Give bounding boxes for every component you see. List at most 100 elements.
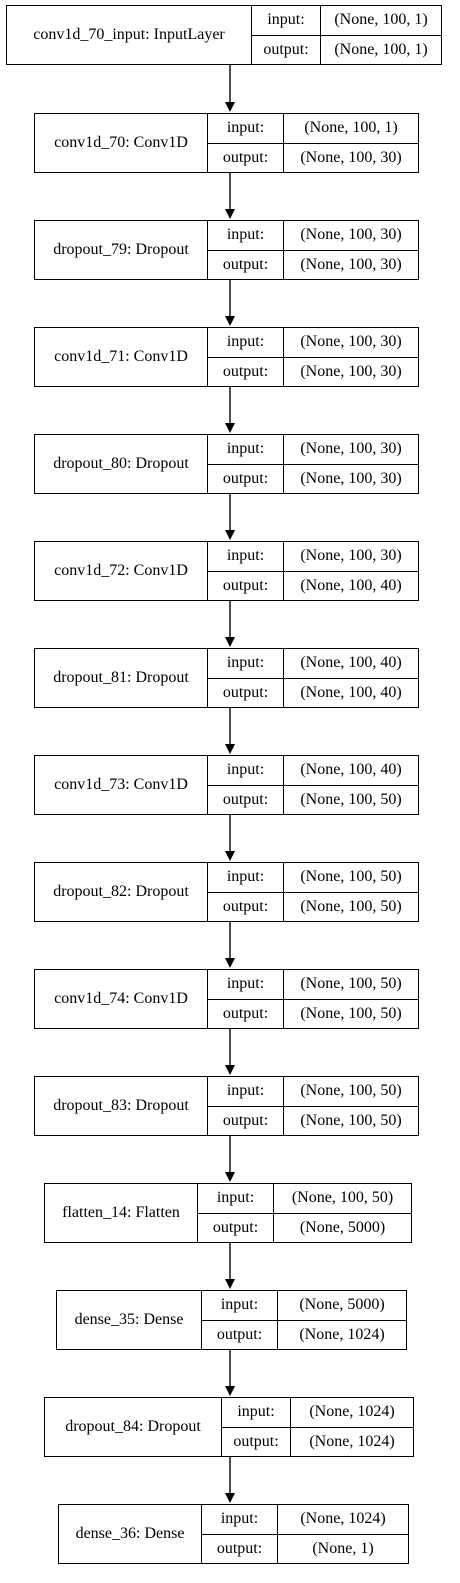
layer-output-label: output: xyxy=(198,1213,274,1242)
layer-output-shape: (None, 100, 50) xyxy=(300,897,402,915)
layer-input-row: input:(None, 100, 30) xyxy=(208,542,418,571)
layer-io-table: input:(None, 100, 1)output: (None, 100, 1… xyxy=(252,6,441,64)
layer-output-shape: (None, 1024) xyxy=(299,1325,385,1343)
layer-input-row: input: (None, 100, 50) xyxy=(198,1184,411,1213)
layer-input-shape: (None, 100, 50) xyxy=(300,1082,402,1100)
layer-name: dropout_81: Dropout xyxy=(35,649,208,707)
layer-input-label: input: xyxy=(252,6,321,35)
layer-output-row: output:(None, 100, 30) xyxy=(208,142,418,172)
layer-output-row: output: (None, 5000) xyxy=(198,1212,411,1242)
layer-output-shape: (None, 5000) xyxy=(299,1218,386,1236)
layer-input-row: input: (None, 100, 50) xyxy=(208,1077,418,1106)
layer-input-row: input:(None, 100, 40) xyxy=(208,756,418,785)
layer-input-label: input: xyxy=(208,435,284,464)
layer-output-label: output: xyxy=(208,1106,284,1135)
layer-input-label: input: xyxy=(202,1291,278,1320)
layer-input-shape: (None, 1024) xyxy=(309,1403,395,1421)
layer-input-label: input: xyxy=(202,1505,278,1534)
layer-output-label: output: xyxy=(202,1534,278,1563)
layer-output-label: output: xyxy=(208,892,284,921)
layer-name: conv1d_73: Conv1D xyxy=(35,756,208,814)
layer-io-table: input: (None, 100, 30) output: (None, 100, … xyxy=(208,435,418,493)
layer-input-label: input: xyxy=(208,649,284,678)
arrowhead-icon xyxy=(225,851,235,861)
layer-output-row: output: (None, 100, 30) xyxy=(208,249,418,279)
layer-io-table: input:(None, 100, 1)output:(None, 100, 3… xyxy=(208,114,418,172)
layer-input-row: input:(None, 1024) xyxy=(222,1398,413,1427)
layer-input-row: input: (None, 100, 30) xyxy=(208,221,418,250)
layer-input-row: input: (None, 100, 30) xyxy=(208,435,418,464)
layer-output-shape: (None, 100, 40) xyxy=(300,576,402,594)
layer-input-shape: (None, 1024) xyxy=(300,1510,386,1528)
layer-output-shape: (None, 100, 1) xyxy=(334,40,428,58)
layer-output-row: output: (None, 1024) xyxy=(222,1426,413,1456)
layer-output-label: output: xyxy=(208,250,284,279)
layer-input-label: input: xyxy=(198,1184,274,1213)
layer-input-label: input: xyxy=(208,1077,284,1106)
layer-output-row: output: (None, 100, 50) xyxy=(208,891,418,921)
layer-name: flatten_14: Flatten xyxy=(45,1184,198,1242)
layer-io-table: input:(None, 100, 50)output:(None, 100, … xyxy=(208,970,418,1028)
layer-name: conv1d_70: Conv1D xyxy=(35,114,208,172)
layer-output-label: output: xyxy=(208,464,284,493)
layer-input-shape: (None, 100, 50) xyxy=(291,1189,394,1207)
layer-output-row: output:(None, 100, 50) xyxy=(208,998,418,1028)
layer-io-table: input:(None, 100, 40)output:(None, 100, … xyxy=(208,649,418,707)
layer-io-table: input: (None, 100, 50) output: (None, 100, … xyxy=(208,1077,418,1135)
layer-input-label: input: xyxy=(208,863,284,892)
layer-input-row: input: (None, 100, 30) xyxy=(208,328,418,357)
layer-input-row: input:(None, 100, 1) xyxy=(252,6,441,35)
layer-io-table: input: (None, 1024) output: (None, 1) xyxy=(202,1505,408,1563)
layer-output-shape: (None, 100, 50) xyxy=(300,1004,402,1022)
layer-input-shape: (None, 100, 30) xyxy=(300,226,402,244)
layer-output-shape: (None, 1024) xyxy=(309,1432,395,1450)
layer-name: dense_36: Dense xyxy=(59,1505,202,1563)
layer-name: dropout_80: Dropout xyxy=(35,435,208,493)
layer-output-shape: (None, 100, 30) xyxy=(300,255,402,273)
layer-input-row: input:(None, 100, 1) xyxy=(208,114,418,143)
layer-input-label: input: xyxy=(208,114,284,143)
arrowhead-icon xyxy=(225,1493,235,1503)
layer-output-shape: (None, 100, 30) xyxy=(300,469,402,487)
layer-output-row: output: (None, 1) xyxy=(202,1533,408,1563)
arrowhead-icon xyxy=(225,1065,235,1075)
layer-name: conv1d_70_input: InputLayer xyxy=(7,6,252,64)
layer-input-label: input: xyxy=(208,542,284,571)
layer-io-table: input:(None, 100, 30)output:(None, 100, … xyxy=(208,542,418,600)
layer-output-shape: (None, 1) xyxy=(312,1539,374,1557)
layer-output-label: output: xyxy=(252,35,321,64)
arrowhead-icon xyxy=(225,423,235,433)
layer-output-shape: (None, 100, 50) xyxy=(300,1111,402,1129)
layer-io-table: input: (None, 100, 50) output: (None, 5000) xyxy=(198,1184,411,1242)
layer-output-row: output:(None, 100, 50) xyxy=(208,784,418,814)
layer-output-shape: (None, 100, 50) xyxy=(300,790,402,808)
layer-input-label: input: xyxy=(208,328,284,357)
layer-output-label: output: xyxy=(222,1427,291,1456)
layer-name: dropout_83: Dropout xyxy=(35,1077,208,1135)
layer-output-row: output: (None, 100, 50) xyxy=(208,1105,418,1135)
layer-input-label: input: xyxy=(208,221,284,250)
layer-input-row: input: (None, 1024) xyxy=(202,1505,408,1534)
layer-name: dropout_84: Dropout xyxy=(45,1398,222,1456)
layer-output-label: output: xyxy=(202,1320,278,1349)
layer-name: conv1d_72: Conv1D xyxy=(35,542,208,600)
layer-input-shape: (None, 100, 30) xyxy=(300,333,402,351)
layer-output-shape: (None, 100, 40) xyxy=(300,683,402,701)
layer-io-table: input:(None, 5000)output: (None, 1024) xyxy=(202,1291,406,1349)
arrowhead-icon xyxy=(225,1172,235,1182)
layer-output-row: output:(None, 100, 40) xyxy=(208,570,418,600)
layer-input-shape: (None, 100, 40) xyxy=(300,761,402,779)
arrowhead-icon xyxy=(225,530,235,540)
layer-input-shape: (None, 100, 30) xyxy=(300,440,402,458)
arrowhead-icon xyxy=(225,958,235,968)
layer-input-row: input:(None, 5000) xyxy=(202,1291,406,1320)
